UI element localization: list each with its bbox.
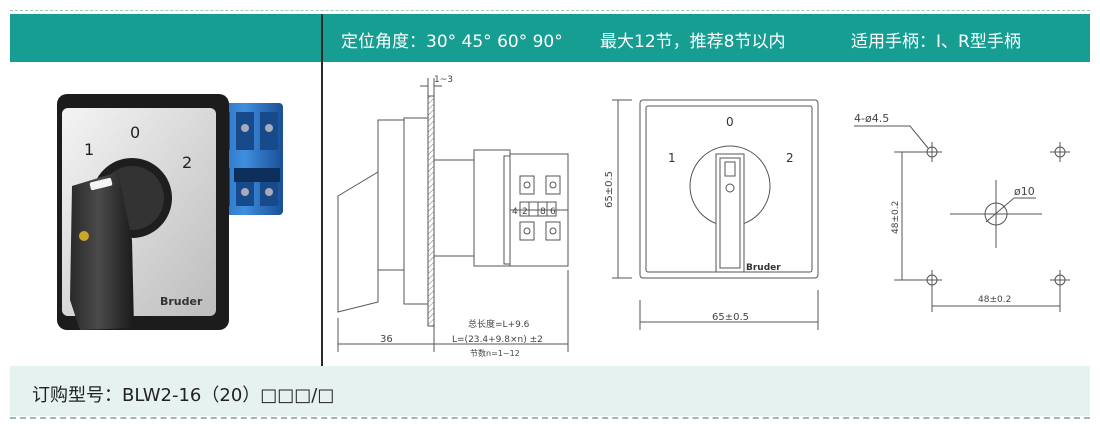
terminal-label-4: 6 [550, 207, 556, 217]
side-view-drawing [337, 78, 569, 352]
front-height-dim: 65±0.5 [604, 171, 615, 208]
handle-indicator [89, 177, 113, 191]
depth-dim-label: 36 [380, 334, 393, 345]
angle-spec: 定位角度：30° 45° 60° 90° [341, 32, 563, 52]
order-code: 订购型号：BLW2-16（20）□□□/□ [32, 385, 335, 406]
total-length-label: 总长度=L+9.6 [468, 318, 530, 330]
handle-screw [79, 231, 89, 241]
rotary-handle [70, 172, 134, 330]
bottom-dashed-border [10, 417, 1090, 419]
sections-label: 节数n=1~12 [470, 348, 520, 358]
sections-spec: 最大12节，推荐8节以内 [600, 32, 786, 52]
spec-header-bar: 定位角度：30° 45° 60° 90° 最大12节，推荐8节以内 适用手柄：I… [10, 14, 1090, 62]
front-pos-2: 2 [786, 151, 794, 165]
photo-pos-0: 0 [130, 123, 140, 142]
product-photo: 1 0 2 Bruder [57, 94, 283, 330]
terminal-label-3: 8 [540, 207, 546, 217]
front-pos-1: 1 [668, 151, 676, 165]
front-width-dim: 65±0.5 [712, 312, 749, 323]
terminal-label-2: 2 [522, 207, 528, 217]
front-pos-0: 0 [726, 115, 734, 129]
holes-label: 4-ø4.5 [854, 112, 889, 125]
front-view-drawing [612, 99, 819, 330]
offset-label: 1~3 [434, 75, 453, 85]
photo-pos-2: 2 [182, 153, 192, 172]
order-footer: 订购型号：BLW2-16（20）□□□/□ [10, 366, 1090, 416]
terminal-label-1: 4 [512, 207, 518, 217]
handles-spec: 适用手柄：I、R型手柄 [851, 32, 1021, 52]
mount-vertical-dim: 48±0.2 [891, 201, 901, 234]
mounting-hole-drawing [854, 125, 1070, 312]
photo-pos-1: 1 [84, 140, 94, 159]
top-dashed-border [10, 10, 1090, 11]
center-hole-label: ø10 [1014, 185, 1035, 198]
vertical-divider [321, 14, 323, 366]
length-formula-label: L=(23.4+9.8×n) ±2 [452, 335, 543, 345]
front-brand: Bruder [746, 263, 781, 273]
photo-brand: Bruder [160, 295, 203, 308]
mount-horizontal-dim: 48±0.2 [978, 295, 1011, 305]
